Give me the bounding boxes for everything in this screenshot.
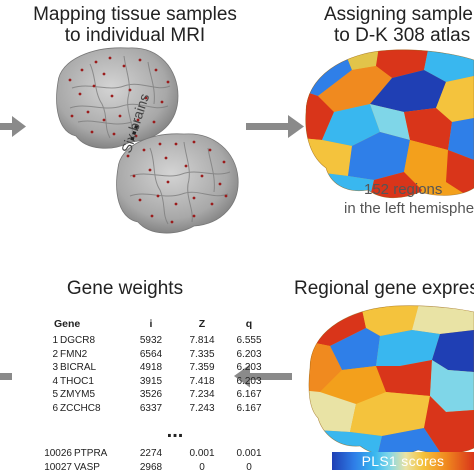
arrow-left-top	[0, 116, 26, 137]
expression-title: Regional gene expres	[294, 278, 474, 299]
gene-name: PTPRA	[74, 448, 108, 459]
i-cell: 3915	[139, 375, 163, 387]
i-cell: 6337	[139, 402, 163, 414]
i-cell: 5932	[139, 335, 163, 346]
brain-1	[56, 47, 179, 149]
arrow-to-atlas	[246, 115, 304, 138]
z-cell: 7.418	[189, 375, 215, 387]
column-q: q	[245, 318, 253, 331]
z-cell: 7.359	[189, 362, 215, 373]
gene-weights-title: Gene weights	[66, 278, 184, 299]
column-i: i	[149, 318, 153, 331]
rank-cell: 4	[52, 375, 58, 387]
mapping-title-line1: Mapping tissue samples	[33, 4, 237, 25]
pls1-colorbar: PLS1 scores	[332, 452, 474, 470]
z-cell: 7.814	[189, 335, 215, 346]
gene-name: VASP	[74, 461, 100, 473]
atlas-caption: 152 regions in the left hemisphe	[330, 180, 474, 218]
colorbar-label: PLS1 scores	[361, 453, 445, 469]
table-ellipsis: ...	[166, 420, 184, 442]
mapping-title: Mapping tissue samples to individual MRI	[10, 4, 260, 46]
q-cell: 6.167	[236, 389, 262, 400]
z-cell: 0.001	[189, 448, 215, 459]
atlas-title: Assigning sample to D-K 308 atlas	[312, 4, 474, 46]
gene-name: FMN2	[60, 348, 88, 360]
table-header-row: Gene i Z q	[40, 316, 270, 334]
atlas-title-line1: Assigning sample	[324, 4, 473, 25]
q-cell: 6.167	[236, 402, 262, 414]
arrow-left-bottom	[0, 373, 12, 380]
column-gene: Gene	[54, 318, 81, 331]
z-cell: 0	[199, 461, 205, 473]
atlas-caption-line2: in the left hemisphe	[344, 200, 474, 217]
brain-2	[116, 133, 239, 234]
q-cell: 0.001	[236, 448, 262, 459]
rank-cell: 2	[52, 348, 58, 360]
rank-cell: 10026	[44, 448, 72, 459]
i-cell: 6564	[139, 348, 163, 360]
rank-cell: 5	[52, 389, 58, 400]
gene-name: THOC1	[60, 375, 94, 387]
q-cell: 6.203	[236, 348, 262, 360]
atlas-caption-line1: 152 regions	[364, 181, 443, 198]
arrow-to-gene-weights	[234, 364, 292, 388]
z-cell: 7.234	[189, 389, 215, 400]
i-cell: 3526	[139, 389, 163, 400]
z-cell: 7.335	[189, 348, 215, 360]
rank-cell: 1	[52, 335, 58, 346]
q-cell: 0	[246, 461, 252, 473]
mapping-title-line2: to individual MRI	[64, 25, 206, 46]
rank-cell: 3	[52, 362, 58, 373]
q-cell: 6.203	[236, 375, 262, 387]
gene-name: ZCCHC8	[60, 402, 101, 414]
q-cell: 6.555	[236, 335, 262, 346]
table-ellipsis-row: ...	[40, 415, 270, 447]
q-cell: 6.203	[236, 362, 262, 373]
rank-cell: 6	[52, 402, 58, 414]
rank-cell: 10027	[44, 461, 72, 473]
i-cell: 2968	[139, 461, 163, 473]
gene-name: ZMYM5	[60, 389, 95, 400]
i-cell: 2274	[139, 448, 163, 459]
tissue-sample-dots	[68, 56, 228, 224]
z-cell: 7.243	[189, 402, 215, 414]
gene-name: DGCR8	[60, 335, 96, 346]
column-z: Z	[198, 318, 206, 331]
i-cell: 4918	[139, 362, 163, 373]
atlas-title-line2: to D-K 308 atlas	[334, 25, 471, 46]
gene-name: BICRAL	[60, 362, 97, 373]
